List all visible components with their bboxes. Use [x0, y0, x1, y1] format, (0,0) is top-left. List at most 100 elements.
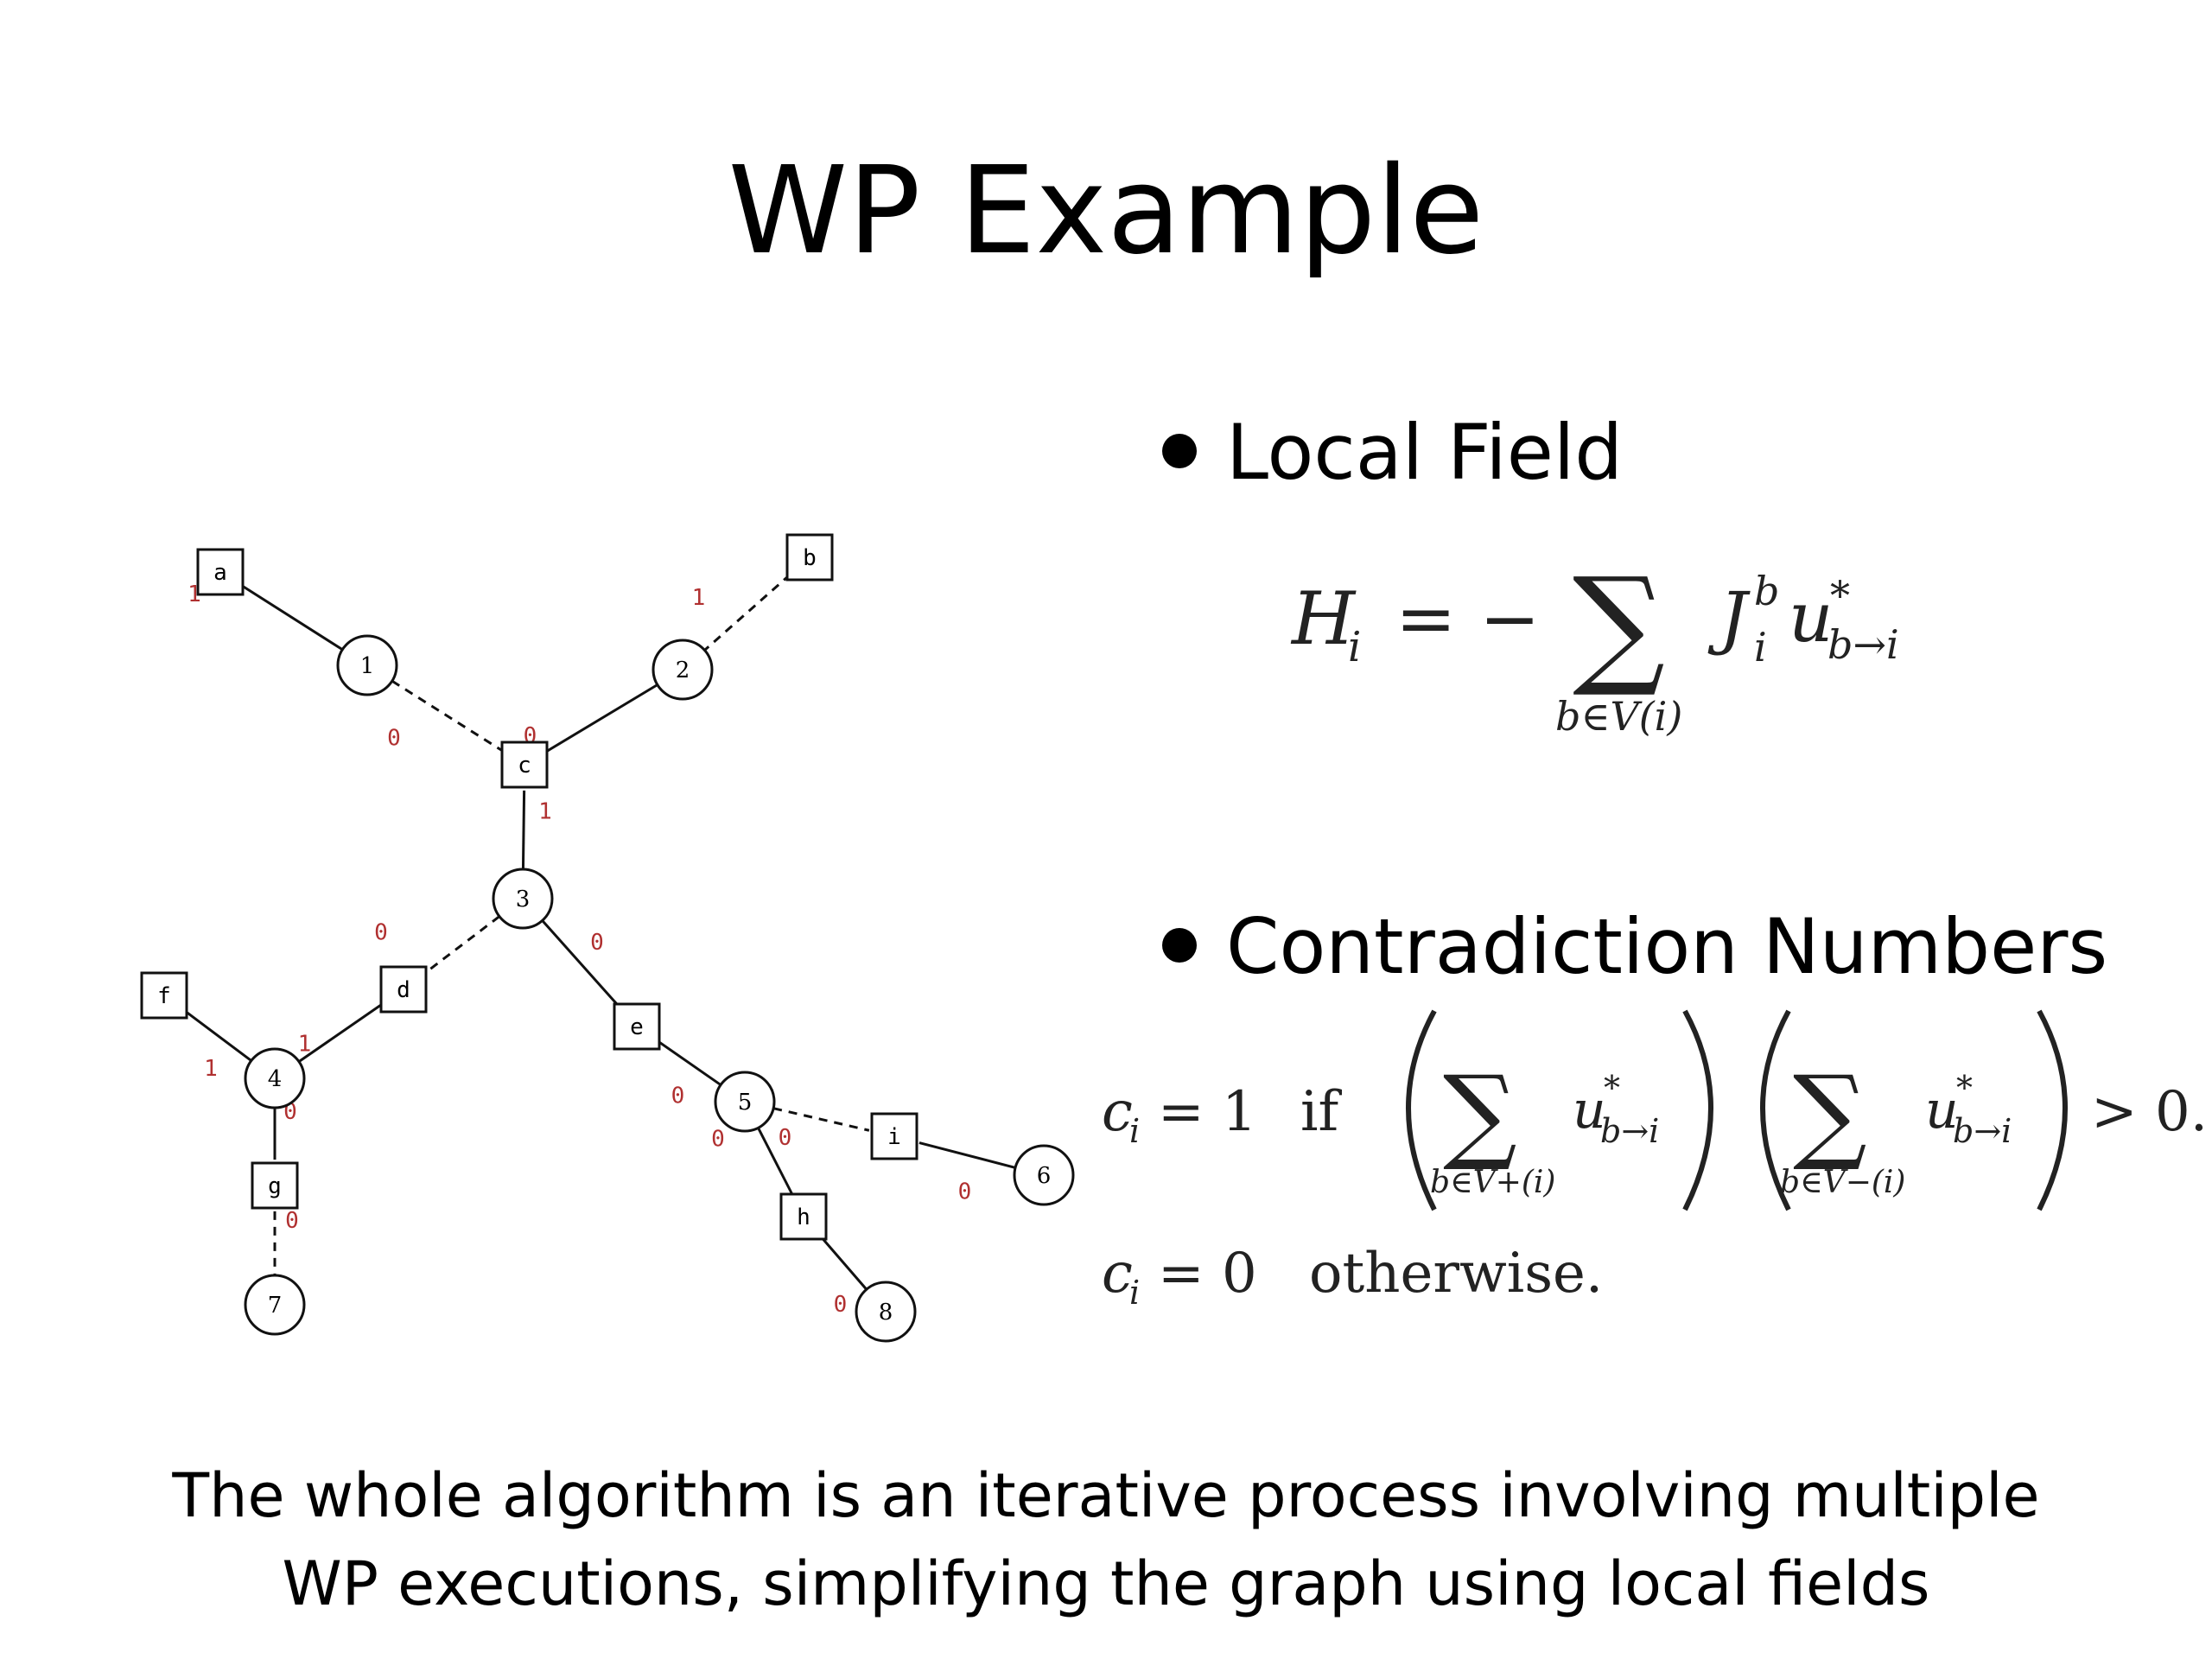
variable-node-label: 2 — [676, 658, 690, 683]
variable-node-8 — [855, 1281, 917, 1343]
factor-node-g — [251, 1161, 299, 1210]
variable-node-label: 1 — [360, 653, 375, 679]
bullet-text: Local Field — [1226, 408, 1624, 497]
variable-node-6 — [1013, 1144, 1075, 1206]
variable-node-label: 8 — [879, 1300, 893, 1325]
formula-sum-under: b∈V(i) — [1555, 693, 1682, 740]
formula-u-2-sub: b→i — [1953, 1112, 2012, 1150]
factor-node-f — [140, 971, 188, 1020]
formula-sum-2-under: b∈V−(i) — [1780, 1165, 1905, 1200]
bullet-dot-icon — [1162, 928, 1197, 963]
edge-label: 0 — [590, 930, 604, 956]
edge-b-2 — [703, 573, 791, 652]
formula-c: c — [1102, 1080, 1133, 1144]
factor-node-label: a — [213, 560, 227, 586]
left-paren-2 — [1760, 1009, 1791, 1211]
edge-label: 1 — [298, 1032, 312, 1058]
formula-u-1-sup: * — [1604, 1069, 1620, 1107]
edge-label: 0 — [834, 1292, 848, 1318]
bullet-contradiction-numbers: Contradiction Numbers — [1162, 904, 2107, 990]
factor-node-label: g — [268, 1173, 282, 1199]
edge-1-c — [391, 679, 504, 753]
edge-5-h — [757, 1127, 793, 1195]
edge-f-4 — [184, 1009, 252, 1062]
formula-sum-1-under: b∈V+(i) — [1430, 1165, 1555, 1200]
variable-node-label: 3 — [516, 887, 531, 912]
factor-node-label: e — [630, 1014, 644, 1040]
edge-3-e — [541, 919, 621, 1008]
formula-J: J — [1707, 577, 1751, 658]
local-field-formula: H i = − ∑ b∈V(i) J b i u * b→i — [1290, 550, 1899, 740]
formula-H: H — [1290, 576, 1357, 661]
edge-c-3 — [521, 790, 526, 870]
factor-node-label: i — [887, 1124, 901, 1150]
formula-u-sub: b→i — [1827, 621, 1899, 668]
formula-J-sub: i — [1754, 624, 1767, 671]
variable-node-label: 4 — [268, 1066, 283, 1092]
formula-u-2: u — [1925, 1080, 1959, 1141]
variable-node-7 — [244, 1274, 306, 1336]
variable-node-5 — [714, 1071, 776, 1133]
formula-u-1-sub: b→i — [1600, 1112, 1659, 1150]
formula-u-sup: * — [1830, 572, 1850, 619]
factor-node-i — [870, 1112, 918, 1160]
factor-node-d — [379, 965, 428, 1014]
edge-label: 0 — [711, 1127, 725, 1153]
edge-label: 0 — [958, 1179, 972, 1205]
edge-label: 0 — [285, 1208, 299, 1234]
edge-d-4 — [298, 1002, 384, 1063]
formula-eq-1: = 1 — [1158, 1080, 1257, 1144]
edge-h-8 — [819, 1235, 868, 1291]
variable-node-label: 6 — [1037, 1163, 1052, 1189]
edge-label: 0 — [387, 726, 401, 752]
formula-H-sub: i — [1348, 623, 1361, 671]
factor-node-label: h — [797, 1205, 810, 1230]
bullet-dot-icon — [1162, 434, 1197, 469]
edge-label: 0 — [671, 1084, 685, 1109]
edge-5-i — [772, 1107, 870, 1132]
formula-otherwise: otherwise. — [1309, 1242, 1603, 1306]
left-paren-1 — [1406, 1009, 1437, 1211]
factor-node-label: b — [803, 545, 817, 571]
variable-node-2 — [652, 639, 714, 701]
edge-label: 1 — [204, 1056, 218, 1082]
bullet-local-field: Local Field — [1162, 410, 1623, 496]
formula-sum-2: ∑ — [1793, 1054, 1867, 1174]
edge-a-1 — [241, 584, 344, 652]
contradiction-formula: c i = 1 if ∑ b∈V+(i) u * b→i ∑ b∈V−(i) u… — [1102, 1009, 2208, 1312]
formula-c2-sub: i — [1129, 1274, 1140, 1312]
formula-u-2-sup: * — [1956, 1069, 1973, 1107]
variable-node-3 — [492, 868, 554, 930]
variable-node-label: 5 — [738, 1090, 753, 1116]
variable-node-label: 7 — [268, 1293, 283, 1319]
edge-label: 1 — [692, 585, 706, 611]
formula-gt-zero: > 0. — [2091, 1080, 2208, 1144]
edge-2-c — [545, 683, 658, 753]
formula-u: u — [1789, 577, 1834, 658]
edge-3-d — [423, 915, 500, 976]
factor-node-label: f — [157, 983, 171, 1009]
right-paren-2 — [2037, 1009, 2068, 1211]
nodes-layer: 1 2 3 4 5 6 7 8 a b c d e f g h i — [140, 533, 1075, 1343]
slide-title: WP Example — [728, 141, 1484, 282]
formula-eq-0: = 0 — [1158, 1242, 1257, 1306]
factor-node-label: c — [518, 753, 531, 779]
edge-e-5 — [657, 1039, 721, 1086]
formula-if: if — [1300, 1080, 1342, 1144]
caption-line-1: The whole algorithm is an iterative proc… — [172, 1460, 2040, 1531]
right-paren-1 — [1682, 1009, 1713, 1211]
edge-label: 1 — [538, 799, 552, 825]
formula-c-sub: i — [1129, 1112, 1140, 1150]
edge-label: 0 — [374, 920, 388, 946]
variable-node-4 — [244, 1047, 306, 1109]
caption-line-2: WP executions, simplifying the graph usi… — [282, 1548, 1930, 1619]
factor-node-label: d — [397, 977, 410, 1003]
variable-node-1 — [336, 634, 398, 696]
factor-node-a — [196, 548, 245, 596]
factor-node-h — [779, 1192, 828, 1241]
factor-node-c — [500, 741, 549, 789]
formula-J-sup: b — [1754, 568, 1779, 614]
formula-equals-minus: = − — [1395, 576, 1540, 661]
factor-node-b — [785, 533, 834, 582]
